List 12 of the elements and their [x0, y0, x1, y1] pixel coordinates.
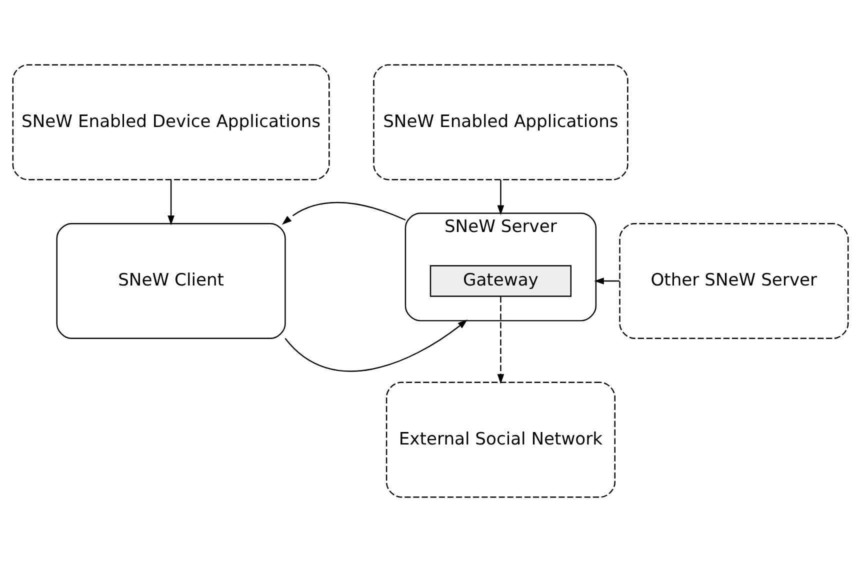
node-box: Gateway	[430, 264, 572, 296]
node-box: SNeW Client	[56, 222, 286, 338]
arrow	[497, 296, 504, 384]
arrow	[168, 179, 174, 225]
arrow	[282, 201, 406, 224]
arrow	[497, 179, 504, 215]
arrow	[594, 277, 620, 284]
arrow	[284, 319, 468, 372]
node-box: SNeW Enabled Applications	[373, 64, 628, 180]
node-box: SNeW Enabled Device Applications	[12, 64, 330, 180]
node-box: Other SNeW Server	[619, 222, 849, 338]
node-box: External Social Network	[386, 381, 616, 498]
